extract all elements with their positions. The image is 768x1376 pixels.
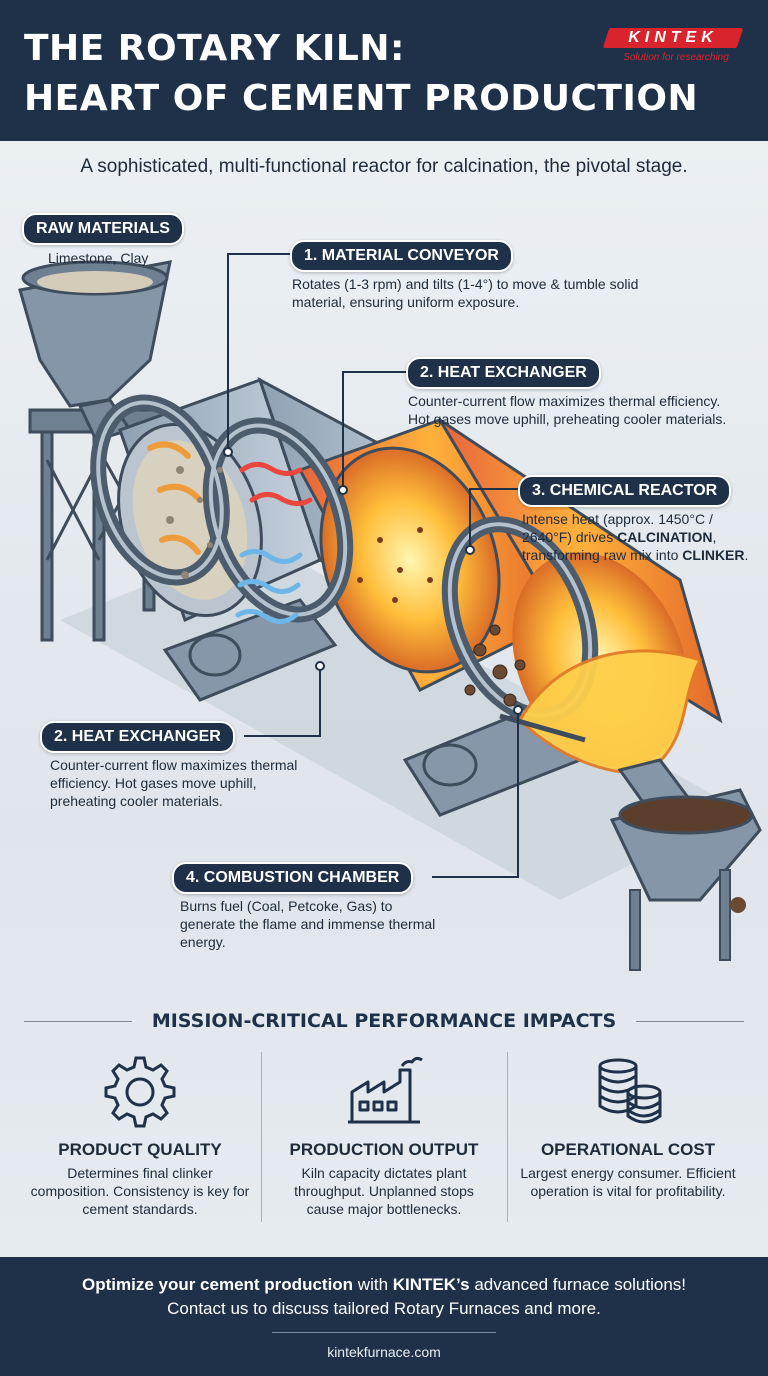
title-line-1: THE ROTARY KILN: (24, 28, 405, 69)
label-heat-exchanger-top: 2. HEAT EXCHANGER (406, 357, 601, 389)
coin-stack-icon (598, 1058, 662, 1124)
label-raw-materials: RAW MATERIALS (22, 213, 184, 245)
hot-gas-arrows (239, 462, 313, 506)
factory-icon (348, 1056, 423, 1124)
impact-title: PRODUCT QUALITY (58, 1140, 222, 1159)
gear-icon (104, 1056, 176, 1128)
raw-meal-particles (166, 466, 223, 579)
burner-flame (518, 649, 703, 775)
impact-production-output: PRODUCTION OUTPUT Kiln capacity dictates… (264, 1052, 504, 1232)
logo-wordmark: KINTEK (628, 29, 718, 46)
label-combustion-chamber: 4. COMBUSTION CHAMBER (172, 862, 414, 894)
label-heat-exchanger-bottom: 2. HEAT EXCHANGER (40, 721, 235, 753)
impact-title: OPERATIONAL COST (540, 1140, 716, 1159)
raw-materials-text: Limestone, Clay (48, 250, 149, 266)
label-material-conveyor: 1. MATERIAL CONVEYOR (290, 240, 513, 272)
impact-divider (261, 1052, 262, 1222)
impact-text: Kiln capacity dictates plant throughput.… (294, 1165, 474, 1217)
header-banner: THE ROTARY KILN: HEART OF CEMENT PRODUCT… (0, 0, 768, 141)
impact-title: PRODUCTION OUTPUT (289, 1140, 479, 1159)
impact-operational-cost: OPERATIONAL COST Largest energy consumer… (508, 1052, 748, 1232)
footer-cta-line1: Optimize your cement production with KIN… (81, 1275, 687, 1294)
burner-lance (499, 713, 586, 743)
chemical-reactor-text: Intense heat (approx. 1450°C / 2640°F) d… (522, 511, 749, 563)
combustion-chamber-text: Burns fuel (Coal, Petcoke, Gas) to gener… (180, 898, 436, 950)
label-chemical-reactor: 3. CHEMICAL REACTOR (518, 475, 732, 507)
footer-website-link[interactable]: kintekfurnace.com (327, 1344, 441, 1360)
material-flow-arrows (147, 441, 203, 555)
impact-divider (507, 1052, 508, 1222)
material-conveyor-text: Rotates (1-3 rpm) and tilts (1-4°) to mo… (292, 276, 639, 310)
impact-text: Largest energy consumer. Efficient opera… (520, 1165, 736, 1199)
impacts-section-title: MISSION-CRITICAL PERFORMANCE IMPACTS (151, 1010, 617, 1032)
leader-lines (223, 253, 523, 878)
section-rule-right (636, 1021, 744, 1022)
footer-banner: Optimize your cement production with KIN… (0, 1257, 768, 1376)
glowing-particles (357, 527, 433, 603)
logo-tagline: Solution for researching (623, 52, 729, 63)
heat-exchanger-bottom-text: Counter-current flow maximizes thermal e… (50, 757, 298, 809)
cool-air-arrows (235, 549, 303, 624)
footer-divider (272, 1332, 496, 1333)
clinker-strong: CLINKER (682, 547, 745, 563)
feed-hopper (18, 260, 172, 442)
rotary-kiln-illustration (18, 253, 762, 971)
clinker-bin (609, 788, 762, 971)
calcination-strong: CALCINATION (617, 529, 713, 545)
impact-text: Determines final clinker composition. Co… (30, 1165, 250, 1217)
heat-exchanger-top-text: Counter-current flow maximizes thermal e… (408, 393, 727, 427)
section-rule-left (24, 1021, 132, 1022)
subtitle: A sophisticated, multi-functional reacto… (80, 156, 688, 177)
title-line-2: HEART OF CEMENT PRODUCTION (24, 78, 699, 119)
kintek-logo[interactable]: KINTEK Solution for researching (602, 28, 746, 66)
footer-cta-line2: Contact us to discuss tailored Rotary Fu… (167, 1299, 601, 1318)
impact-product-quality: PRODUCT QUALITY Determines final clinker… (20, 1052, 260, 1232)
